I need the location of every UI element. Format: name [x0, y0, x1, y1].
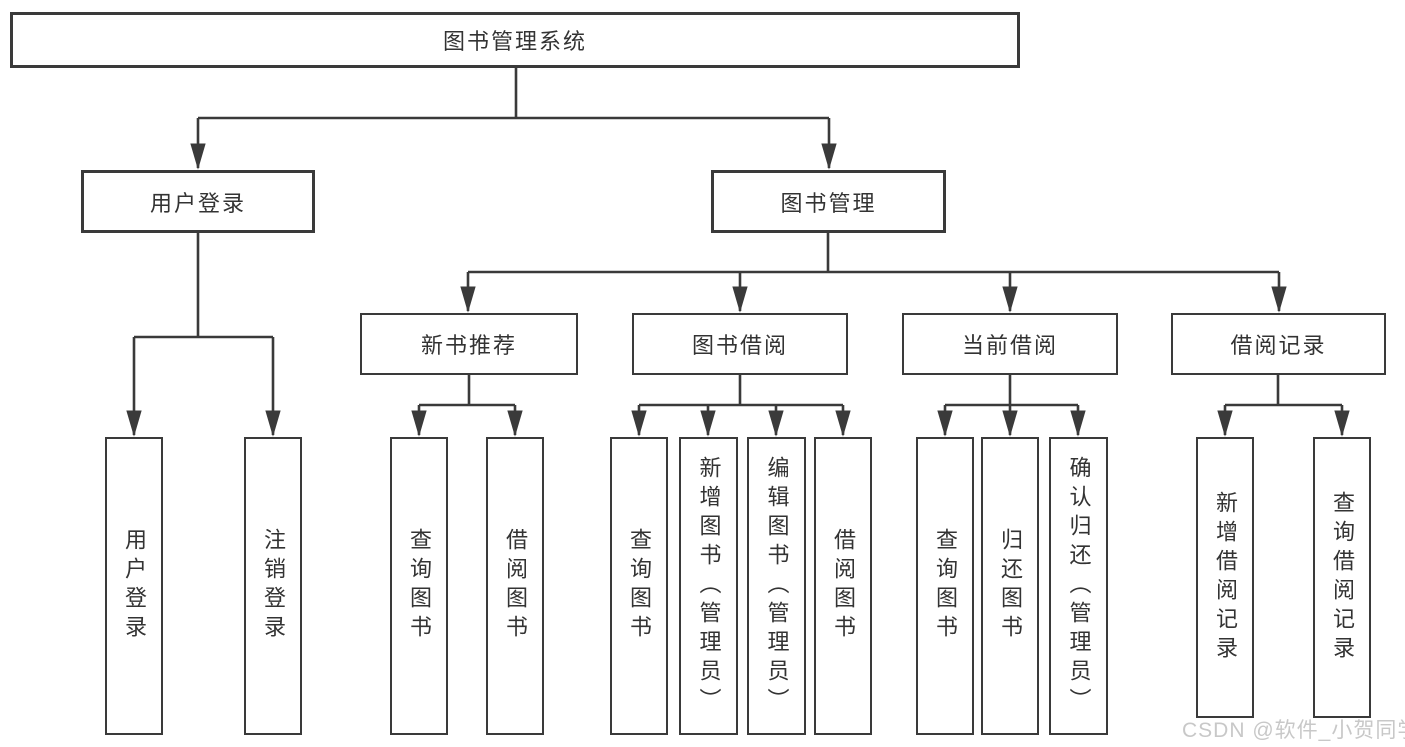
- leaf-user-login: 用户登录: [105, 437, 163, 735]
- leaf-return-book-label: 归还图书: [998, 528, 1023, 644]
- leaf-query-books-recommend-label: 查询图书: [407, 528, 432, 644]
- leaf-query-books-borrowing-label: 查询图书: [627, 528, 652, 644]
- node-current-borrowing: 当前借阅: [902, 313, 1118, 375]
- leaf-add-borrow-record: 新增借阅记录: [1196, 437, 1254, 718]
- leaf-query-books-recommend: 查询图书: [390, 437, 448, 735]
- leaf-borrow-books-recommend: 借阅图书: [486, 437, 544, 735]
- node-new-book-recommend: 新书推荐: [360, 313, 578, 375]
- leaf-confirm-return-admin-label: 确认归还（管理员）: [1066, 455, 1092, 717]
- leaf-query-borrow-record: 查询借阅记录: [1313, 437, 1371, 718]
- leaf-query-books-current-label: 查询图书: [933, 528, 958, 644]
- leaf-edit-book-admin-label: 编辑图书（管理员）: [764, 455, 790, 717]
- leaf-edit-book-admin: 编辑图书（管理员）: [747, 437, 806, 735]
- leaf-query-books-borrowing: 查询图书: [610, 437, 668, 735]
- leaf-logout: 注销登录: [244, 437, 302, 735]
- leaf-user-login-label: 用户登录: [122, 528, 147, 644]
- node-book-management: 图书管理: [711, 170, 946, 233]
- leaf-query-borrow-record-label: 查询借阅记录: [1330, 490, 1355, 665]
- node-borrowing-records: 借阅记录: [1171, 313, 1386, 375]
- leaf-return-book: 归还图书: [981, 437, 1039, 735]
- leaf-add-borrow-record-label: 新增借阅记录: [1213, 490, 1238, 665]
- csdn-watermark: CSDN @软件_小贺同学: [1182, 719, 1405, 742]
- leaf-confirm-return-admin: 确认归还（管理员）: [1049, 437, 1108, 735]
- leaf-query-books-current: 查询图书: [916, 437, 974, 735]
- leaf-logout-label: 注销登录: [261, 528, 286, 644]
- node-user-login: 用户登录: [81, 170, 315, 233]
- leaf-borrow-books: 借阅图书: [814, 437, 872, 735]
- leaf-borrow-books-recommend-label: 借阅图书: [503, 528, 528, 644]
- node-book-borrowing: 图书借阅: [632, 313, 848, 375]
- leaf-add-book-admin: 新增图书（管理员）: [679, 437, 738, 735]
- leaf-borrow-books-label: 借阅图书: [831, 528, 856, 644]
- node-library-management-system: 图书管理系统: [10, 12, 1020, 68]
- leaf-add-book-admin-label: 新增图书（管理员）: [696, 455, 722, 717]
